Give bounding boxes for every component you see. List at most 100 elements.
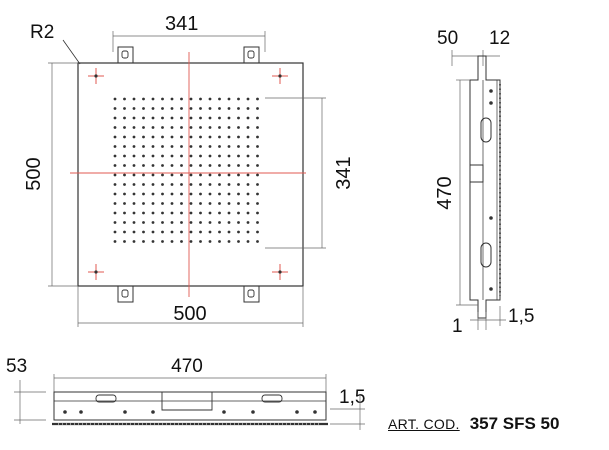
- nozzle-dot: [208, 202, 212, 205]
- nozzle-dot: [189, 240, 193, 243]
- nozzle-dot: [132, 164, 136, 167]
- nozzle-dot: [199, 202, 202, 205]
- nozzle-dot: [113, 202, 117, 205]
- nozzle-dot: [180, 202, 183, 205]
- top-width-label: 341: [165, 13, 198, 35]
- nozzle-dot: [151, 211, 155, 215]
- nozzle-dot: [256, 135, 259, 139]
- nozzle-dot: [151, 154, 155, 158]
- nozzle-dot: [142, 135, 145, 139]
- nozzle-dot: [237, 97, 240, 101]
- corner-holes: [94, 74, 282, 274]
- nozzle-dot: [199, 164, 202, 167]
- nozzle-dot: [256, 211, 259, 215]
- nozzle-dot: [208, 164, 212, 167]
- nozzle-dot: [256, 145, 259, 148]
- nozzle-dot: [227, 97, 231, 101]
- side-offset-label: 1: [452, 316, 463, 337]
- nozzle-dot: [189, 202, 193, 205]
- nozzle-dot: [237, 173, 240, 177]
- bottom-thickness-label: 1,5: [339, 387, 365, 408]
- nozzle-dot: [256, 126, 259, 129]
- nozzle-dot: [208, 135, 212, 139]
- bottom-length-label: 470: [171, 356, 203, 377]
- nozzle-dot: [246, 97, 250, 101]
- nozzle-dot: [113, 173, 117, 177]
- nozzle-dot: [123, 97, 126, 101]
- nozzle-dot: [132, 116, 136, 120]
- radius-label: R2: [30, 22, 54, 43]
- nozzle-dot: [132, 211, 136, 215]
- nozzle-dot: [237, 145, 240, 148]
- nozzle-dot: [237, 211, 240, 215]
- nozzle-dot: [161, 126, 164, 129]
- nozzle-dot: [189, 135, 193, 139]
- nozzle-dot: [256, 202, 259, 205]
- nozzle-dot: [208, 116, 212, 120]
- nozzle-dot: [246, 126, 250, 129]
- nozzle-dot: [208, 240, 212, 243]
- nozzle-dot: [227, 173, 231, 177]
- nozzle-dot: [189, 107, 193, 110]
- nozzle-dot: [151, 107, 155, 110]
- nozzle-dot: [246, 173, 250, 177]
- bottom-holes: [63, 410, 317, 414]
- side-slot-upper: [480, 117, 492, 143]
- nozzle-dot: [142, 154, 145, 158]
- nozzle-dot: [237, 116, 240, 120]
- nozzle-dot: [142, 145, 145, 148]
- nozzle-dot: [218, 230, 221, 234]
- nozzle-dot: [246, 135, 250, 139]
- nozzle-dot: [142, 221, 145, 224]
- nozzle-dot: [113, 126, 117, 129]
- nozzle-dot: [246, 211, 250, 215]
- nozzle-dot: [151, 126, 155, 129]
- nozzle-dot: [256, 230, 259, 234]
- nozzle-dot: [142, 211, 145, 215]
- right-height-label: 341: [333, 156, 355, 189]
- nozzle-dot: [227, 240, 231, 243]
- nozzle-dot: [161, 164, 164, 167]
- nozzle-dot: [161, 135, 164, 139]
- nozzle-dot: [161, 173, 164, 177]
- nozzle-dot: [218, 183, 221, 186]
- nozzle-dot: [132, 97, 136, 101]
- nozzle-dot: [113, 135, 117, 139]
- nozzle-dot: [218, 240, 221, 243]
- side-view: 50 12 470 1 1,5: [434, 28, 534, 337]
- nozzle-dot: [161, 154, 164, 158]
- nozzle-dot: [256, 97, 259, 101]
- nozzle-dot: [189, 221, 193, 224]
- nozzle-dot: [218, 202, 221, 205]
- nozzle-dot: [208, 126, 212, 129]
- nozzle-dot: [208, 183, 212, 186]
- bottom-view: 53 470 1,5: [6, 356, 365, 430]
- side-holes: [489, 89, 493, 291]
- nozzle-dot: [170, 221, 174, 224]
- nozzle-dot: [142, 126, 145, 129]
- nozzle-dot: [132, 145, 136, 148]
- nozzle-dot: [170, 192, 174, 196]
- nozzle-dot: [142, 202, 145, 205]
- nozzle-dot: [161, 221, 164, 224]
- nozzle-dot: [227, 126, 231, 129]
- nozzle-dot: [123, 240, 126, 243]
- nozzle-dot: [142, 107, 145, 110]
- nozzle-dot: [170, 126, 174, 129]
- nozzle-dot: [180, 126, 183, 129]
- nozzle-dot: [218, 154, 221, 158]
- nozzle-dot: [189, 116, 193, 120]
- nozzle-dot: [256, 164, 259, 167]
- nozzle-dot: [256, 183, 259, 186]
- nozzle-dot: [199, 116, 202, 120]
- nozzle-dot: [227, 221, 231, 224]
- mounting-tab-top-left: [117, 46, 134, 63]
- nozzle-dot: [189, 211, 193, 215]
- nozzle-dot: [237, 192, 240, 196]
- nozzle-dot: [199, 183, 202, 186]
- nozzle-dot: [218, 173, 221, 177]
- nozzle-dot: [246, 240, 250, 243]
- nozzle-dot: [237, 164, 240, 167]
- nozzle-dot: [151, 97, 155, 101]
- nozzle-dot: [142, 164, 145, 167]
